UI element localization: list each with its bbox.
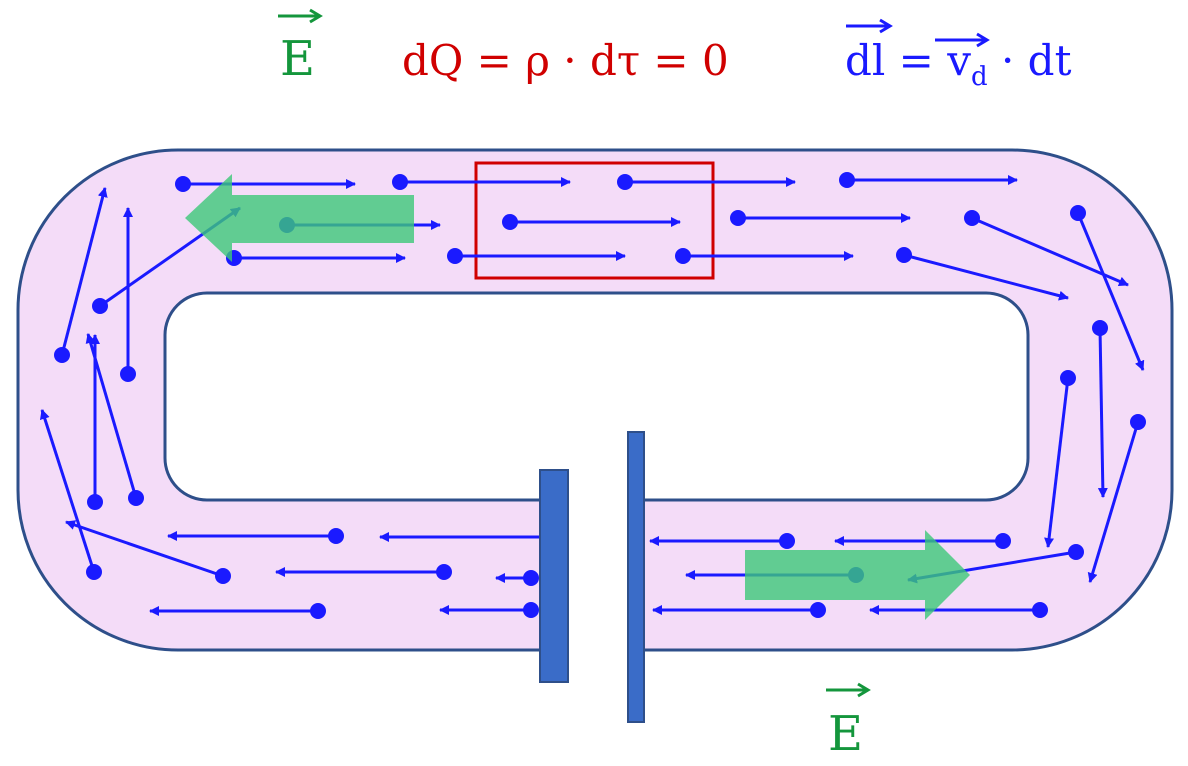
charge-carrier-dot <box>128 490 144 506</box>
drift-arrow <box>65 520 224 578</box>
drift-arrow <box>60 187 108 356</box>
charge-carrier-dot <box>175 176 191 192</box>
charge-carrier-dot <box>964 210 980 226</box>
charge-carrier-dot <box>310 603 326 619</box>
charge-carrier-dot <box>779 533 795 549</box>
drift-arrow <box>1087 421 1140 583</box>
charge-carrier-dot <box>523 602 539 618</box>
charge-carrier-dot <box>447 248 463 264</box>
charge-carrier-dot <box>54 347 70 363</box>
charge-carrier-dot <box>87 494 103 510</box>
charge-carrier-dot <box>1130 414 1146 430</box>
charge-carrier-dot <box>617 174 633 190</box>
wire-hole <box>163 291 1030 502</box>
charge-carrier-dot <box>436 564 452 580</box>
battery-gap <box>568 497 628 653</box>
charge-carrier-dot <box>896 247 912 263</box>
charge-carrier-dot <box>1068 544 1084 560</box>
drift-arrow <box>39 409 96 573</box>
battery-plate-long <box>627 431 645 723</box>
charge-carrier-dot <box>215 568 231 584</box>
charge-carrier-dot <box>730 210 746 226</box>
drift-arrow <box>1076 212 1145 371</box>
charge-carrier-dot <box>1092 320 1108 336</box>
charge-carrier-dot <box>523 570 539 586</box>
charge-carrier-dot <box>1060 370 1076 386</box>
charge-carrier-dot <box>810 602 826 618</box>
dl-equation: dl = vd · dt <box>845 36 1072 92</box>
field-label-top: E <box>280 31 315 87</box>
charge-carrier-dot <box>995 533 1011 549</box>
charge-carrier-dot <box>86 564 102 580</box>
charge-equation: dQ = ρ · dτ = 0 <box>402 36 729 85</box>
field-label-bottom: E <box>828 706 863 762</box>
battery-plate-short <box>539 469 569 683</box>
charge-carrier-dot <box>675 248 691 264</box>
red-volume-box <box>474 161 715 280</box>
charge-carrier-dot <box>328 528 344 544</box>
drift-arrow <box>903 253 1069 301</box>
drift-arrow <box>1097 327 1108 498</box>
field-arrow-right <box>745 530 970 620</box>
charge-carrier-dot <box>120 366 136 382</box>
drift-arrow <box>85 333 138 499</box>
field-arrow-left <box>185 174 414 262</box>
drift-arrow <box>1044 377 1070 548</box>
charge-carrier-dot <box>502 214 518 230</box>
charge-carrier-dot <box>1032 602 1048 618</box>
charge-carrier-dot <box>392 174 408 190</box>
charge-carrier-dot <box>92 298 108 314</box>
drift-arrows <box>39 172 1146 619</box>
charge-carrier-dot <box>1070 205 1086 221</box>
charge-carrier-dot <box>839 172 855 188</box>
